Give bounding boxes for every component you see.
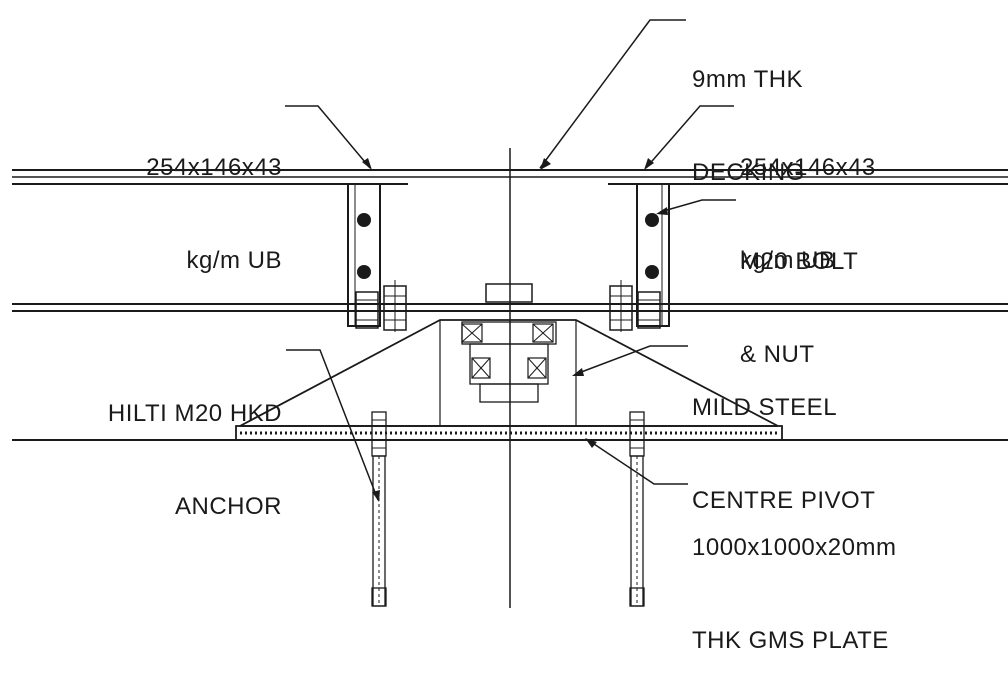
- decking-lines: [12, 169, 1008, 185]
- leader-decking: [539, 19, 686, 170]
- label-beam-right-line1: 254x146x43: [740, 154, 876, 181]
- label-plate-line1: 1000x1000x20mm: [692, 534, 897, 561]
- label-decking: 9mm THK DECKING: [692, 2, 805, 219]
- label-pivot-line1: MILD STEEL: [692, 394, 838, 421]
- label-beam-left: 254x146x43 kg/m UB: [90, 90, 282, 307]
- label-bolt-line2: & NUT: [740, 341, 815, 368]
- right-beam-web: [636, 183, 670, 327]
- bolt-icon: [645, 213, 659, 227]
- section-drawing: [12, 19, 1008, 608]
- bolt-nut-left: [355, 280, 407, 332]
- label-beam-left-line1: 254x146x43: [146, 154, 282, 181]
- label-bolt: M20 BOLT & NUT: [740, 184, 858, 401]
- label-anchor-line1: HILTI M20 HKD: [107, 400, 282, 427]
- leader-beam-left: [285, 105, 372, 170]
- bolt-icon: [645, 265, 659, 279]
- label-decking-line2: DECKING: [692, 159, 805, 186]
- label-anchor-line2: ANCHOR: [174, 493, 282, 520]
- label-plate-line2: THK GMS PLATE: [692, 627, 889, 654]
- label-pivot: MILD STEEL CENTRE PIVOT: [692, 330, 875, 547]
- label-beam-right: 254x146x43 kg/m UB: [740, 90, 876, 307]
- label-beam-left-line2: kg/m UB: [186, 247, 282, 274]
- leader-anchor: [286, 349, 380, 502]
- leader-pivot: [572, 345, 688, 376]
- label-pivot-line2: CENTRE PIVOT: [692, 487, 876, 514]
- label-decking-line1: 9mm THK: [692, 66, 804, 93]
- bolt-icon: [357, 265, 371, 279]
- left-beam-web: [347, 183, 381, 327]
- beam-bottom-flange: [12, 303, 1008, 312]
- anchor-left: [371, 411, 387, 607]
- bolt-nut-right: [609, 280, 661, 332]
- leader-plate: [585, 438, 688, 485]
- label-anchor: HILTI M20 HKD ANCHOR: [40, 336, 282, 553]
- label-beam-right-line2: kg/m UB: [740, 247, 836, 274]
- label-plate: 1000x1000x20mm THK GMS PLATE: [692, 470, 896, 687]
- bolt-icon: [357, 213, 371, 227]
- pivot-top-plate: [485, 283, 533, 303]
- leader-bolt: [656, 199, 736, 215]
- leader-beam-right: [644, 105, 734, 170]
- anchor-right: [629, 411, 645, 607]
- label-bolt-line1: M20 BOLT: [740, 248, 859, 275]
